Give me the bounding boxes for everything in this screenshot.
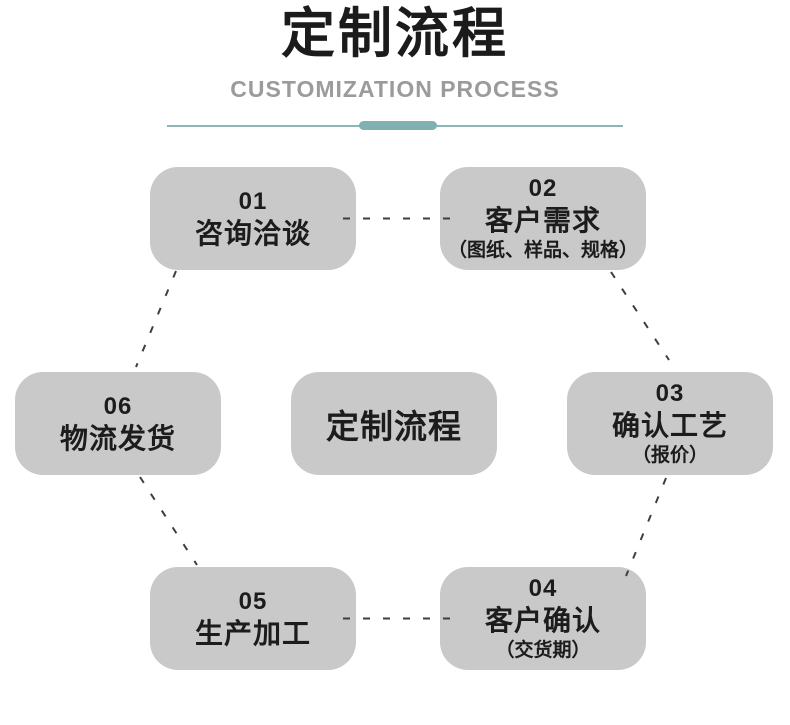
step-sublabel: （报价） bbox=[631, 445, 708, 466]
step-label: 咨询洽谈 bbox=[194, 217, 311, 249]
step-number: 03 bbox=[655, 380, 685, 407]
step-box-04: 04 客户确认 （交货期） bbox=[440, 567, 646, 670]
step-label: 客户需求 bbox=[484, 205, 601, 236]
header: 定制流程 CUSTOMIZATION PROCESS bbox=[0, 0, 790, 101]
connector-03-04 bbox=[625, 477, 667, 577]
step-number: 04 bbox=[528, 575, 558, 602]
center-box-label: 定制流程 bbox=[326, 407, 462, 445]
page-title: 定制流程 bbox=[281, 4, 509, 64]
step-number: 01 bbox=[238, 187, 268, 215]
divider-accent-pill bbox=[359, 121, 437, 130]
step-label: 客户确认 bbox=[484, 605, 601, 636]
step-box-06: 06 物流发货 bbox=[15, 372, 221, 475]
page-subtitle: CUSTOMIZATION PROCESS bbox=[230, 76, 560, 102]
step-box-02: 02 客户需求 （图纸、样品、规格） bbox=[440, 167, 646, 270]
step-number: 05 bbox=[238, 587, 268, 615]
step-label: 确认工艺 bbox=[611, 410, 728, 441]
connector-02-03 bbox=[610, 271, 670, 361]
step-box-01: 01 咨询洽谈 bbox=[150, 167, 356, 270]
step-sublabel: （图纸、样品、规格） bbox=[447, 240, 638, 261]
step-number: 02 bbox=[528, 175, 558, 202]
step-box-03: 03 确认工艺 （报价） bbox=[567, 372, 773, 475]
step-sublabel: （交货期） bbox=[495, 640, 591, 661]
step-box-05: 05 生产加工 bbox=[150, 567, 356, 670]
connector-06-05 bbox=[139, 476, 198, 566]
step-label: 生产加工 bbox=[194, 617, 311, 649]
step-number: 06 bbox=[103, 392, 133, 420]
step-label: 物流发货 bbox=[59, 422, 176, 454]
connector-01-06 bbox=[135, 270, 177, 368]
center-box: 定制流程 bbox=[291, 372, 497, 475]
